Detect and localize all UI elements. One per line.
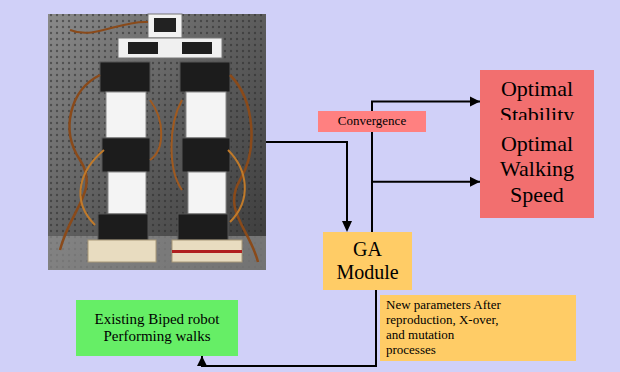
torso-bracket — [118, 38, 222, 58]
robot-photo — [48, 14, 266, 270]
shin-bracket — [108, 172, 146, 214]
connector — [372, 177, 480, 232]
servo-wire — [80, 150, 104, 225]
torso-servo — [182, 42, 212, 54]
thigh-bracket — [106, 92, 146, 138]
box-text: Existing Biped robot Performing walks — [82, 311, 232, 346]
rubber-band — [172, 250, 242, 253]
edge-label-box: Convergence — [318, 111, 426, 132]
knee-servo — [102, 138, 150, 172]
foot-plate — [88, 240, 156, 262]
perforated-panel — [48, 14, 266, 270]
servo-wire — [230, 75, 258, 262]
edge-label-text: Convergence — [322, 114, 422, 129]
photo-arrow-line — [266, 142, 347, 224]
result-box: Optimal Walking Speed — [480, 120, 594, 218]
hip-servo — [100, 62, 150, 92]
head-servo-face — [154, 18, 176, 32]
ankle-servo — [178, 214, 228, 240]
robot-label-box: Existing Biped robot Performing walks — [76, 300, 238, 356]
shin-bracket — [188, 172, 226, 214]
arrow-head — [197, 356, 207, 366]
photo-background — [48, 14, 266, 270]
edge-label-box: New parameters After reproduction, X-ove… — [380, 295, 576, 361]
arrow-head — [470, 97, 480, 107]
thigh-bracket — [186, 92, 226, 138]
torso-servo — [128, 42, 158, 54]
knee-servo — [182, 138, 230, 172]
box-text: GA Module — [329, 238, 406, 284]
process-box: GA Module — [323, 232, 412, 290]
foot-plate — [172, 240, 242, 262]
connector-line — [372, 182, 480, 232]
photo-to-ga-arrow — [266, 142, 352, 232]
box-text: Optimal Walking Speed — [486, 131, 588, 207]
servo-wire — [228, 150, 245, 222]
photo-arrow-head — [342, 221, 352, 232]
servo-wire — [172, 100, 183, 190]
ankle-servo — [98, 214, 148, 240]
servo-wire — [70, 22, 148, 33]
floor-plate — [48, 236, 266, 270]
arrow-head — [470, 177, 480, 187]
head-servo — [148, 14, 182, 38]
hip-servo — [180, 62, 230, 92]
edge-label-text: New parameters After reproduction, X-ove… — [386, 298, 504, 358]
servo-wire — [150, 100, 161, 160]
